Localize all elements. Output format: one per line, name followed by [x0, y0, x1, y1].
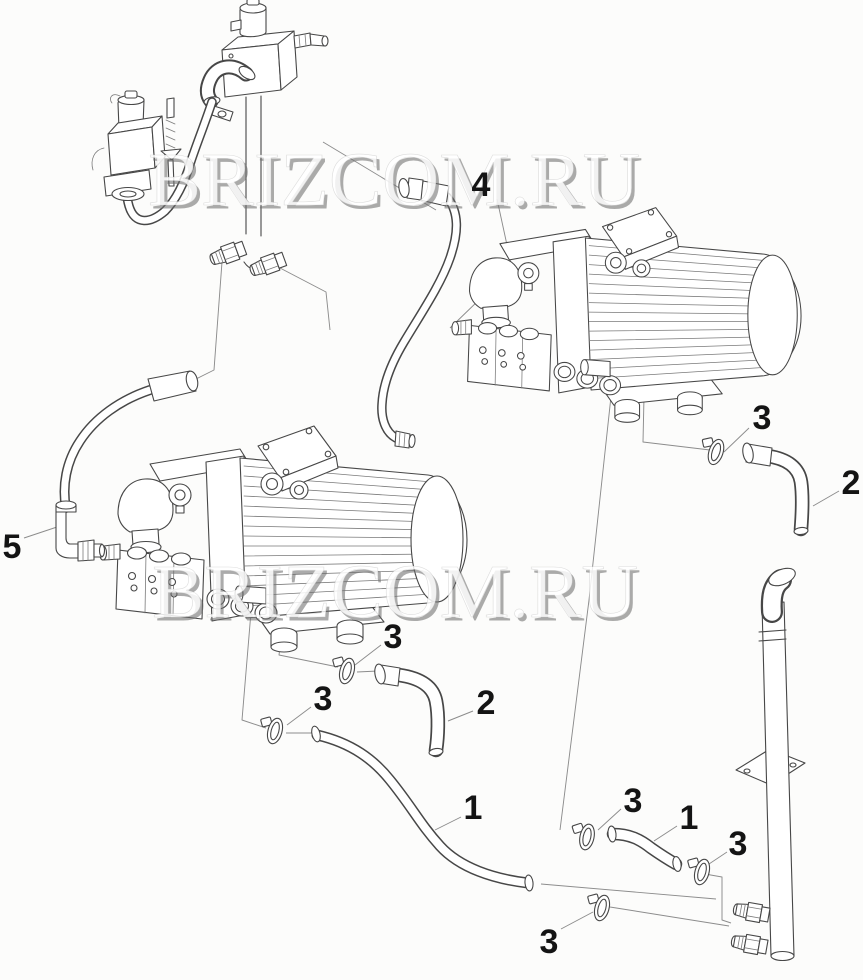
callout-3-bottom1-label: 3	[624, 782, 643, 820]
callout-labels: 4 5 3 2 3 3 2 1 3 1 3 3	[3, 166, 861, 961]
callout-2-lower-label: 2	[477, 684, 496, 722]
callout-3-mid2-label: 3	[314, 680, 333, 718]
callout-3-bottom2-label: 3	[729, 825, 748, 863]
callout-3-mid1-label: 3	[384, 618, 403, 656]
tee-barb-fittings	[207, 238, 288, 281]
hose-4	[377, 177, 462, 449]
standpipe	[729, 567, 806, 962]
hose-5	[55, 370, 199, 562]
elbow-hose-2-upper	[742, 442, 810, 537]
watermark-2: BRIZCOM.RU BRIZCOM.RU	[152, 550, 641, 638]
callout-2-upper-label: 2	[842, 464, 861, 502]
watermark-text: BRIZCOM.RU	[148, 138, 640, 222]
watermark-shadow: BRIZCOM.RU	[155, 554, 641, 638]
callout-3-bottom3-label: 3	[540, 923, 559, 961]
callout-5-label: 5	[3, 528, 22, 566]
elbow-hose-2-lower	[374, 663, 446, 758]
watermark-shadow: BRIZCOM.RU	[151, 142, 643, 226]
callout-3-upper-label: 3	[753, 399, 772, 437]
solenoid-valve	[91, 90, 182, 202]
suction-hose-1-long	[311, 725, 534, 892]
watermark-text: BRIZCOM.RU	[152, 550, 638, 634]
watermark-1: BRIZCOM.RU BRIZCOM.RU	[148, 138, 643, 226]
callout-1-long-hose-label: 1	[464, 789, 483, 827]
suction-hose-1-short	[606, 825, 683, 872]
callout-4-label: 4	[472, 166, 491, 204]
callout-1-short-hose-label: 1	[680, 799, 699, 837]
